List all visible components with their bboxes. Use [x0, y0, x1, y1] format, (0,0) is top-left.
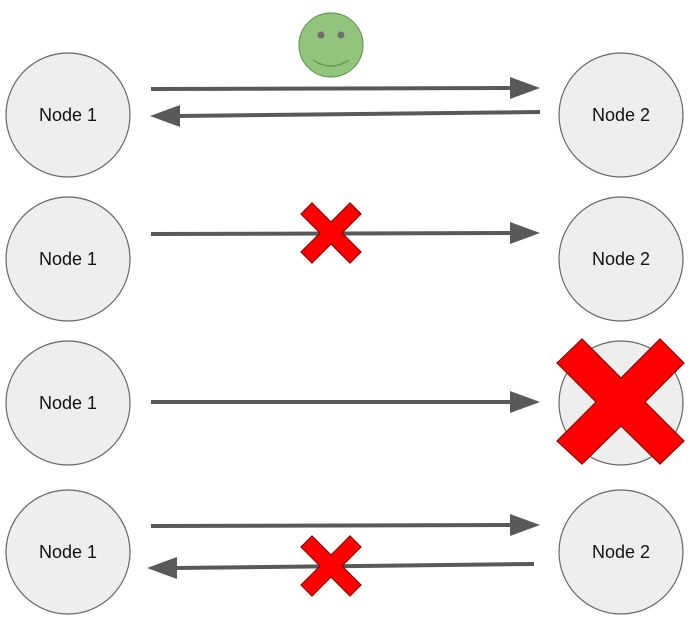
smiley-face-icon	[298, 12, 364, 78]
node-2-label: Node 2	[592, 542, 650, 562]
node-1-label: Node 1	[39, 393, 97, 413]
red-x-icon	[300, 535, 362, 597]
node-1-label: Node 1	[39, 105, 97, 125]
response-arrow	[150, 105, 541, 127]
request-arrow	[150, 77, 540, 99]
node-2-label: Node 2	[592, 249, 650, 269]
node-1-circle	[5, 489, 131, 615]
node-2-circle	[558, 196, 684, 322]
node-1-circle	[5, 52, 131, 178]
node-1-label: Node 1	[39, 542, 97, 562]
red-x-icon	[556, 338, 685, 465]
scenario-response-lost: Node 1 Node 2	[5, 489, 684, 615]
node-2-label: Node 2	[592, 105, 650, 125]
node-2-circle	[558, 52, 684, 178]
scenario-success: Node 1 Node 2	[5, 12, 684, 178]
request-arrow	[151, 391, 540, 413]
scenario-request-lost: Node 1 Node 2	[5, 196, 684, 322]
node-1-circle	[5, 340, 131, 466]
red-x-icon	[300, 202, 362, 264]
scenario-node-crash: Node 1	[5, 338, 685, 466]
node-2-circle	[558, 489, 684, 615]
response-arrow	[147, 557, 535, 579]
node-1-circle	[5, 196, 131, 322]
node-1-label: Node 1	[39, 249, 97, 269]
request-arrow	[150, 514, 540, 536]
